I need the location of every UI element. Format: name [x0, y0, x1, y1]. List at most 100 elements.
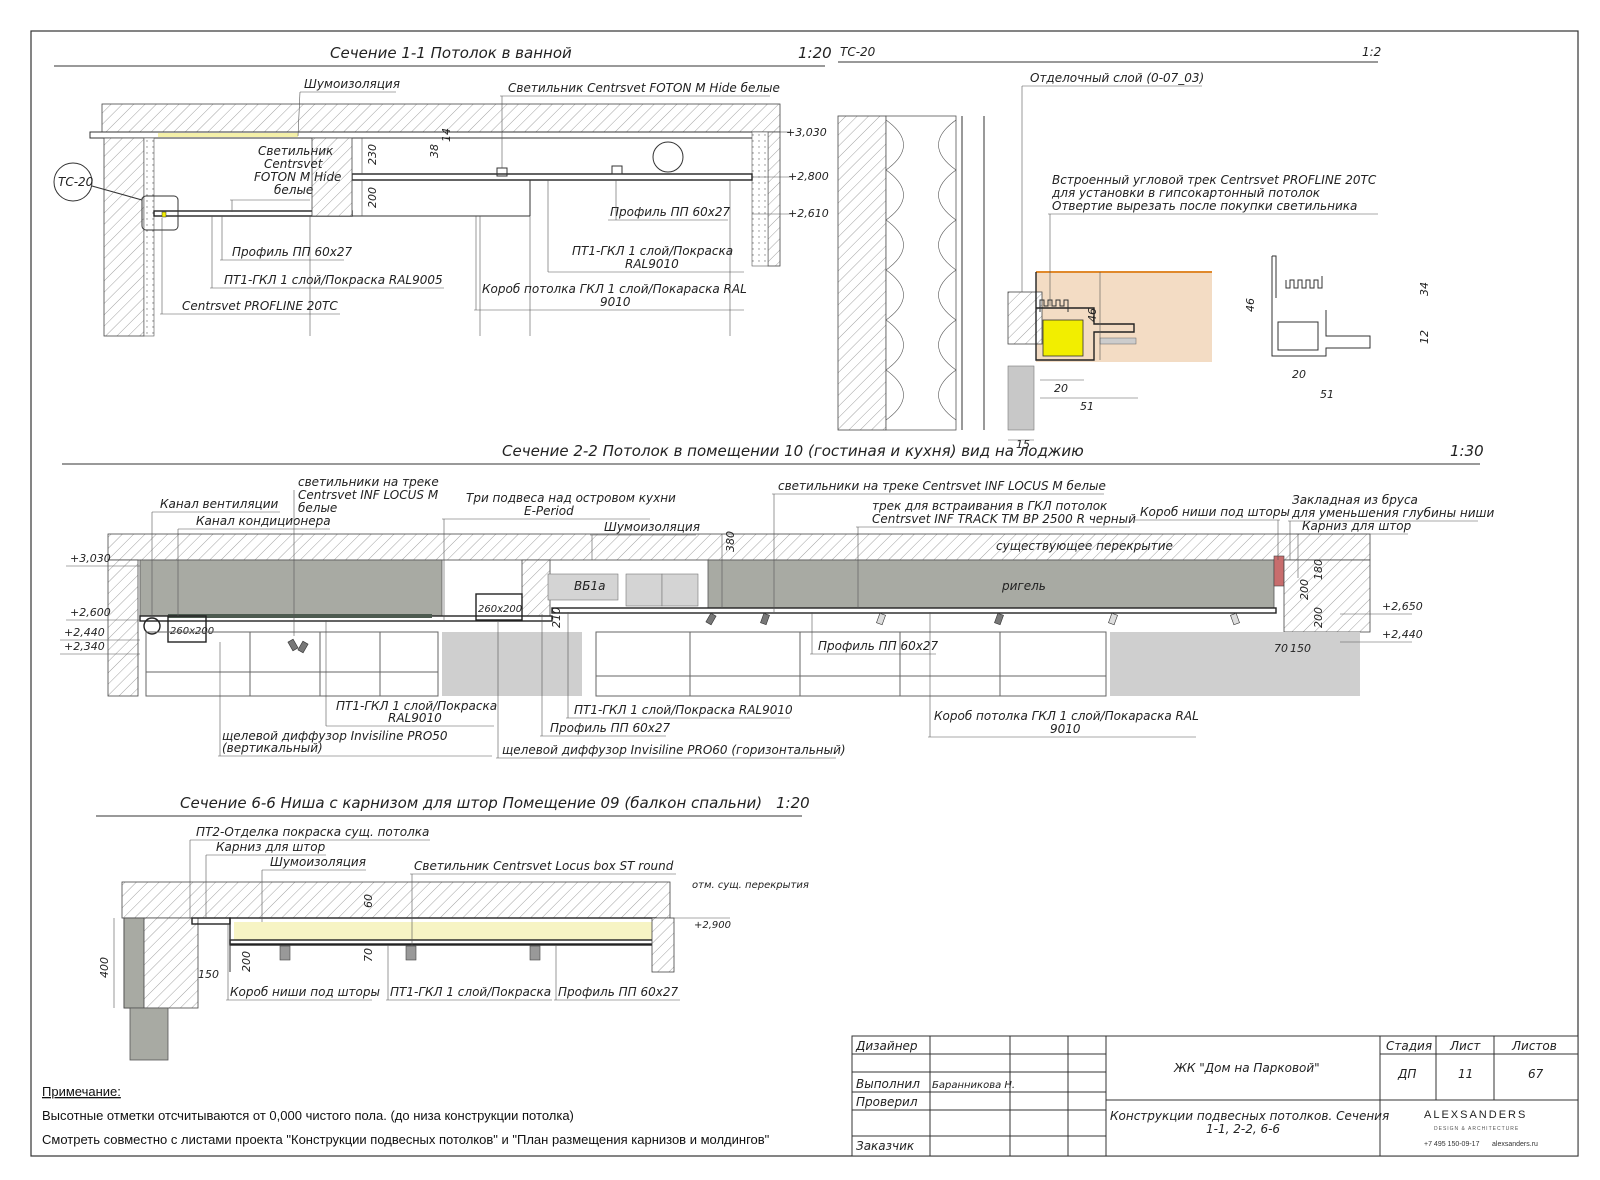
s6-slab [121, 881, 671, 919]
s2-pt1-left-2: RAL9010 [388, 711, 442, 725]
s1-box-label-1: Короб потолка ГКЛ 1 слой/Покараска RAL [482, 282, 747, 296]
s6-dim-200: 200 [240, 951, 253, 972]
s2-cornice: Карниз для штор [1302, 519, 1412, 533]
section-6-scale: 1:20 [776, 794, 810, 812]
s1-fixture-side-line-3: FOTON M Hide [254, 170, 341, 184]
section-6-6: Сечение 6-6 Ниша с карнизом для штор Пом… [96, 794, 810, 1061]
s2-pt1-left-1: ПТ1-ГКЛ 1 слой/Покраска [336, 699, 497, 713]
s6-pt1: ПТ1-ГКЛ 1 слой/Покраска [390, 985, 551, 999]
s1-pt1-right-1: ПТ1-ГКЛ 1 слой/Покраска [572, 244, 733, 258]
s2-level-2340: +2,340 [64, 640, 105, 653]
s1-noise-label: Шумоизоляция [304, 77, 400, 91]
tb-phone: +7 495 150-09-17 [1424, 1141, 1480, 1148]
tb-stage-label: Стадия [1386, 1039, 1432, 1053]
tc20-profile-outline: 46 34 12 20 51 [1244, 255, 1431, 401]
tb-customer-label: Заказчик [856, 1139, 915, 1153]
s1-profline-label: Centrsvet PROFLINE 20TC [182, 299, 338, 313]
s2-pendants-1: Три подвеса над островом кухни [466, 491, 676, 505]
tb-company: ALEXSANDERS [1424, 1109, 1527, 1121]
tb-sheet-label: Лист [1449, 1039, 1481, 1053]
s6-fixture: Светильник Centrsvet Locus box ST round [414, 859, 674, 873]
s6-cornice: Карниз для штор [216, 840, 326, 854]
tc20-profile-dim-20: 20 [1292, 368, 1306, 381]
s1-dim-200: 200 [366, 187, 379, 208]
tb-sheets-label: Листов [1511, 1039, 1557, 1053]
left-wall [103, 137, 145, 337]
s6-box: Короб ниши под шторы [230, 985, 380, 999]
tc20-title: TC-20 [840, 45, 876, 59]
s6-noise: Шумоизоляция [270, 855, 366, 869]
notes-line-1: Высотные отметки отсчитываются от 0,000 … [42, 1108, 574, 1123]
tc20-track-2: для установки в гипсокартонный потолок [1051, 186, 1321, 200]
tc20-track-1: Встроенный угловой трек Centrsvet PROFLI… [1052, 173, 1377, 187]
tb-sheet-title-1: Конструкции подвесных потолков. Сечения [1110, 1109, 1389, 1123]
s1-dim-230: 230 [366, 144, 379, 165]
s2-inf-track-2: Centrsvet INF TRACK TM BP 2500 R черный [872, 512, 1136, 526]
tc20-track-3: Отвертие вырезать после покупки светильн… [1052, 199, 1357, 213]
s2-inf-track-1: трек для встраивания в ГКЛ потолок [872, 499, 1108, 513]
s2-level-r2440: +2,440 [1382, 628, 1423, 641]
tb-company-sub: DESIGN & ARCHITECTURE [1434, 1126, 1519, 1132]
s2-level-r2650: +2,650 [1382, 600, 1423, 613]
sheet-frame [30, 30, 1579, 1157]
s2-dim-380: 380 [724, 531, 737, 552]
tc20-scale: 1:2 [1362, 45, 1381, 59]
s6-slab-mark: отм. сущ. перекрытия [692, 880, 809, 891]
s6-profile: Профиль ПП 60х27 [558, 985, 678, 999]
s2-dim-210: 210 [550, 607, 563, 628]
section-1-scale: 1:20 [798, 44, 832, 62]
s2-track-left-1: светильники на треке [298, 475, 439, 489]
s2-beam-label: ригель [1001, 579, 1046, 593]
s6-level-2900: +2,900 [694, 920, 731, 931]
tc20-profile-dim-51: 51 [1320, 388, 1334, 401]
tc20-led [1042, 319, 1084, 357]
s2-track-left-3: белые [298, 501, 337, 515]
notes-heading: Примечание: [42, 1084, 121, 1099]
s2-pendants-2: E-Period [524, 504, 574, 518]
s2-track-left-2: Centrsvet INF LOCUS M [298, 488, 439, 502]
s2-duct-2: 260х200 [478, 604, 522, 615]
s6-dim-60: 60 [362, 894, 375, 908]
s2-track-top-label: светильники на треке Centrsvet INF LOCUS… [778, 479, 1106, 493]
tb-designer-label: Дизайнер [855, 1039, 918, 1053]
tb-sheet: 11 [1458, 1067, 1473, 1081]
s2-box-2: 9010 [1050, 722, 1081, 736]
tc20-dim-51: 51 [1080, 400, 1094, 413]
s2-diff-h: щелевой диффузор Invisiline PRO60 (гориз… [502, 743, 846, 757]
s1-level-3030: +3,030 [786, 126, 827, 139]
s1-profile-left-label: Профиль ПП 60х27 [232, 245, 352, 259]
tc20-dim-46: 46 [1086, 308, 1099, 322]
title-block: Дизайнер Выполнил Баранникова Н. Провери… [851, 1035, 1579, 1157]
s2-vent-box [547, 573, 619, 601]
section-6-title: Сечение 6-6 Ниша с карнизом для штор Пом… [180, 794, 762, 812]
s1-fixture-side-line-4: белые [274, 183, 313, 197]
section-1-title: Сечение 1-1 Потолок в ванной [330, 44, 572, 62]
tb-checked-label: Проверил [856, 1095, 918, 1109]
s2-curtain-box: Короб ниши под шторы [1140, 505, 1290, 519]
section-2-title: Сечение 2-2 Потолок в помещении 10 (гост… [502, 442, 1084, 460]
s2-level-3030: +3,030 [70, 552, 111, 565]
s2-profile-2: Профиль ПП 60х27 [550, 721, 670, 735]
s2-diff-v-1: щелевой диффузор Invisiline PRO50 [222, 729, 448, 743]
s2-vent-tag: ВБ1а [574, 579, 605, 593]
tb-sheets: 67 [1528, 1067, 1544, 1081]
s1-profile-right-label: Профиль ПП 60х27 [610, 205, 730, 219]
s1-level-2610: +2,610 [788, 207, 829, 220]
s1-fixture-side-line-2: Centrsvet [264, 157, 324, 171]
tb-project: ЖК "Дом на Парковой" [1173, 1061, 1320, 1075]
tb-performed-name: Баранникова Н. [932, 1080, 1015, 1091]
tc20-profile-dim-12: 12 [1418, 330, 1431, 344]
s1-pt1-left: ПТ1-ГКЛ 1 слой/Покраска RAL9005 [224, 273, 443, 287]
section-1-1: Сечение 1-1 Потолок в ванной 1:20 TC-20 [53, 44, 832, 337]
s6-dim-150: 150 [198, 968, 219, 981]
s2-slab [107, 533, 1371, 561]
s2-level-2600: +2,600 [70, 606, 111, 619]
tb-sheet-title-2: 1-1, 2-2, 6-6 [1206, 1122, 1280, 1136]
tc20-dim-15: 15 [1016, 438, 1030, 451]
slab [101, 103, 781, 133]
s2-pt1-mid: ПТ1-ГКЛ 1 слой/Покраска RAL9010 [574, 703, 793, 717]
tb-site: alexsanders.ru [1492, 1141, 1538, 1148]
s2-spotlights [287, 612, 1240, 654]
s1-dim-14: 14 [440, 128, 453, 142]
